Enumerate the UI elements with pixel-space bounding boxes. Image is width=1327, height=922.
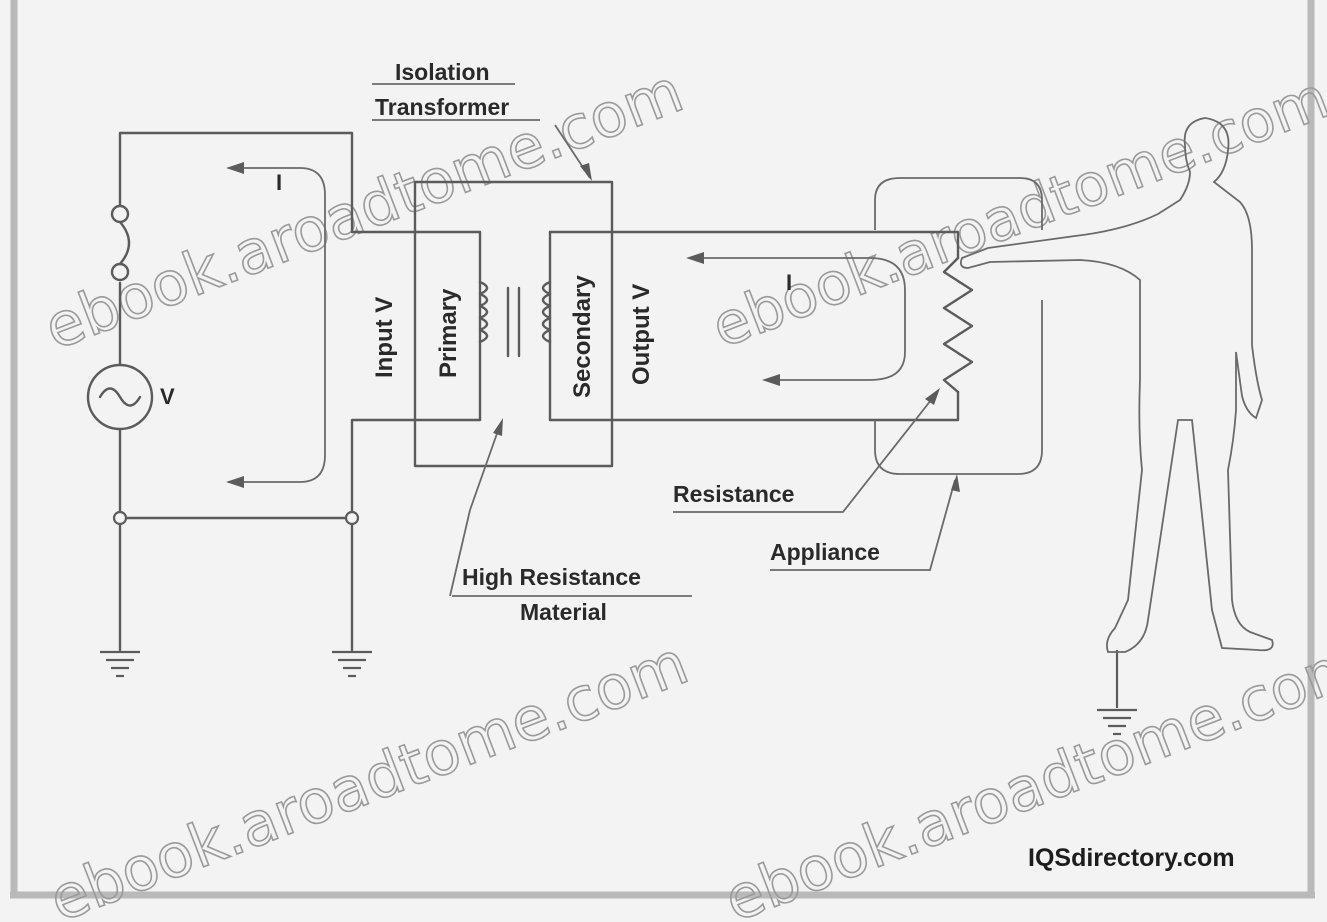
output-circuit (548, 230, 974, 422)
primary-coil-icon (478, 280, 489, 344)
appliance-enclosure (874, 177, 1043, 475)
ground-icon (100, 650, 140, 678)
leader-lines (449, 388, 960, 597)
primary-coil-label: Primary (435, 288, 462, 378)
ac-source-circuit (86, 131, 482, 652)
credit-text: IQSdirectory.com (1028, 844, 1235, 872)
isolation-transformer-label: Transformer (375, 94, 509, 120)
watermark-text: ebook.aroadtome.com (703, 63, 1327, 361)
input-voltage-label: Input V (371, 297, 398, 378)
junction-node (112, 510, 128, 526)
ground-icon (1097, 650, 1137, 736)
transformer-enclosure (413, 180, 614, 468)
junction-node (344, 510, 360, 526)
frame (10, 0, 1315, 899)
current-label: I (276, 170, 282, 195)
ac-source-icon (86, 363, 154, 431)
appliance-label: Appliance (770, 539, 880, 565)
ground-icon (332, 650, 372, 678)
output-voltage-label: Output V (628, 284, 655, 385)
source-voltage-label: V (160, 384, 175, 409)
resistance-label: Resistance (673, 481, 794, 507)
current-loop-left (226, 162, 326, 488)
watermark-text: ebook.aroadtome.com (715, 628, 1327, 922)
watermark-text: ebook.aroadtome.com (40, 628, 697, 922)
isolation-transformer (372, 83, 614, 468)
isolation-transformer-label: Isolation (395, 59, 490, 85)
high-resistance-label: High Resistance (462, 564, 641, 590)
secondary-coil-icon (541, 280, 552, 344)
secondary-coil-label: Secondary (569, 275, 596, 398)
person-figure-icon (959, 117, 1274, 653)
current-label: I (786, 270, 792, 295)
switch-terminal (110, 204, 130, 224)
high-resistance-label: Material (520, 599, 607, 625)
current-loop-right (686, 252, 906, 386)
resistor-icon (942, 256, 974, 394)
